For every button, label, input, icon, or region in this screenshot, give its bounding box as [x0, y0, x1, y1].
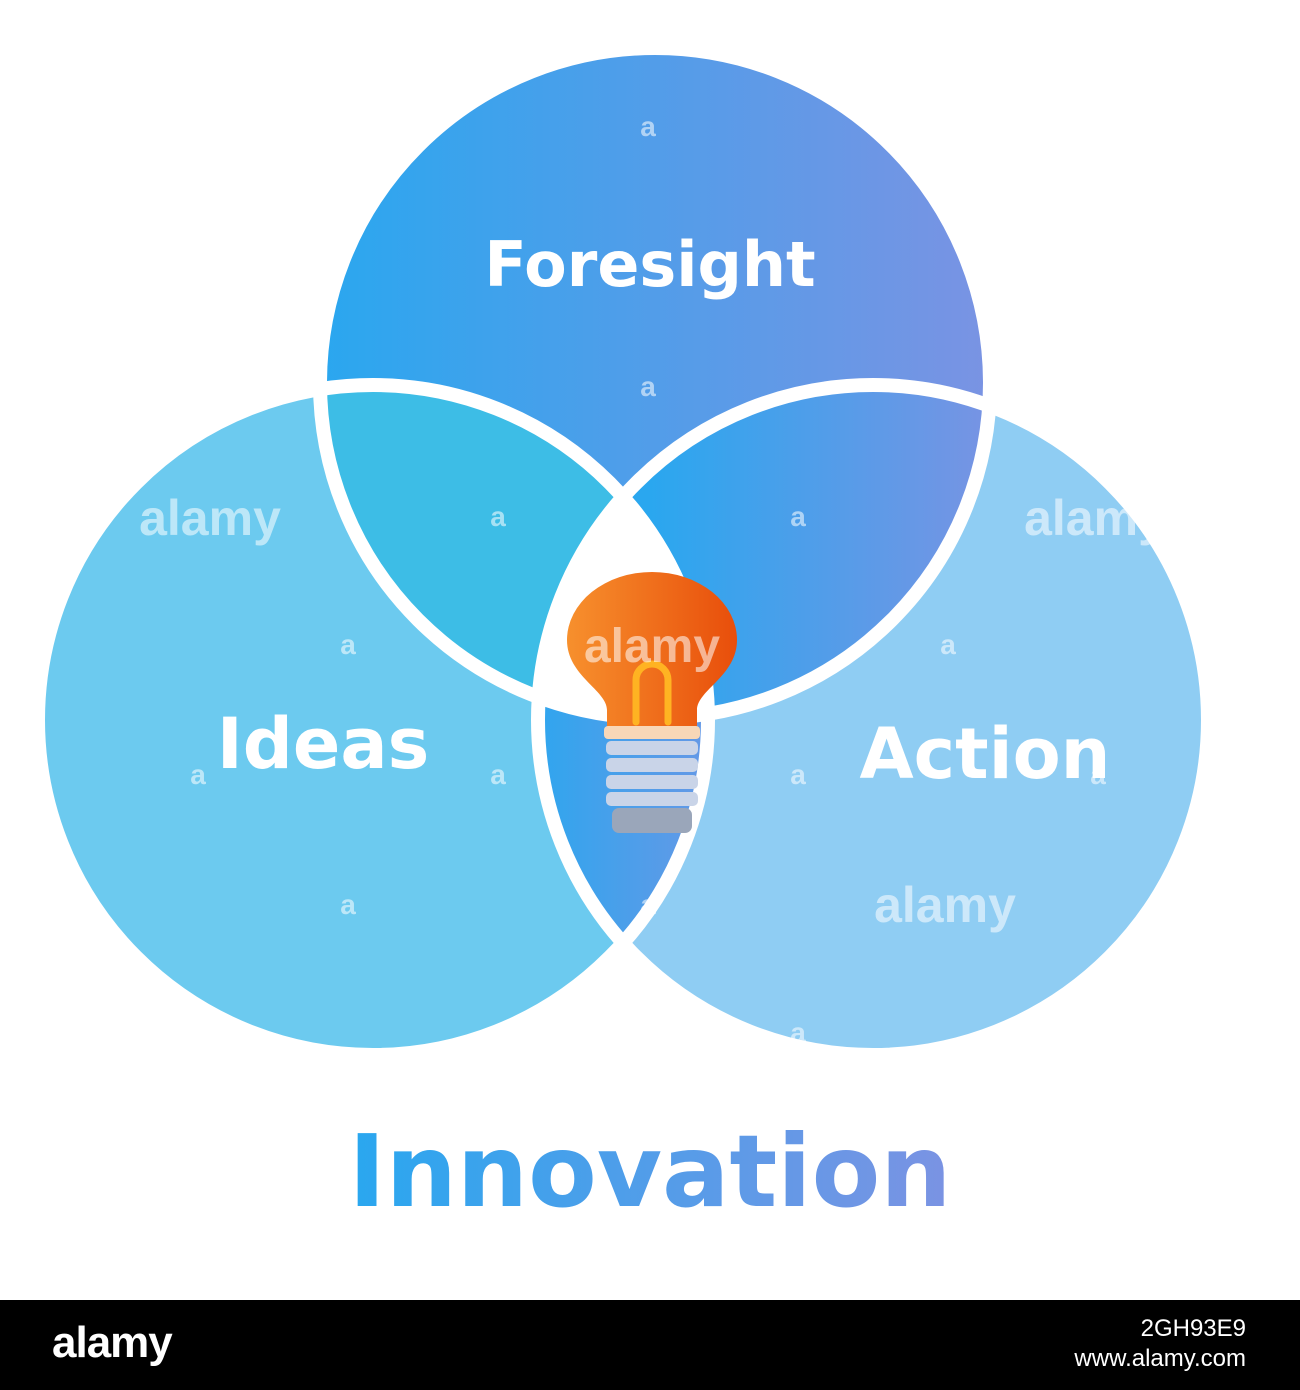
- bulb-glass: [567, 572, 737, 728]
- watermark-mark: a: [490, 501, 506, 532]
- watermark-mark: a: [490, 759, 506, 790]
- footer-image-id: 2GH93E9: [1140, 1315, 1246, 1342]
- watermark-mark: a: [940, 629, 956, 660]
- venn-diagram: Foresight Ideas Action alamy alamy alamy…: [38, 48, 1215, 1230]
- action-label: Action: [859, 713, 1110, 795]
- watermark-mark: a: [190, 759, 206, 790]
- watermark-mark: a: [640, 111, 656, 142]
- watermark-mark: a: [790, 1017, 806, 1048]
- watermark-mark: a: [640, 371, 656, 402]
- footer-logo: alamy: [52, 1318, 173, 1367]
- watermark-mark: a: [340, 889, 356, 920]
- ideas-label: Ideas: [217, 703, 430, 785]
- watermark-overlay: alamy alamy alamy alamy a a a a a a a a …: [139, 111, 1166, 1048]
- lightbulb-icon: [567, 572, 737, 833]
- footer-bar: alamy 2GH93E9 www.alamy.com: [0, 1300, 1300, 1390]
- bulb-thread-2: [606, 758, 698, 772]
- bulb-cap: [612, 808, 692, 833]
- watermark-logo: alamy: [139, 490, 281, 546]
- diagram-title: Innovation: [349, 1113, 952, 1230]
- bulb-thread-1: [606, 741, 698, 755]
- footer-site: www.alamy.com: [1074, 1345, 1246, 1372]
- watermark-logo: alamy: [584, 620, 720, 673]
- watermark-logo: alamy: [874, 877, 1016, 933]
- bulb-filament: [632, 660, 672, 726]
- foresight-label: Foresight: [484, 228, 815, 301]
- foresight-action-overlap: [538, 385, 990, 718]
- watermark-mark: a: [1090, 759, 1106, 790]
- action-outline: [531, 378, 1215, 1062]
- watermark-mark: a: [640, 889, 656, 920]
- bulb-thread-4: [606, 792, 698, 806]
- watermark-mark: a: [490, 1017, 506, 1048]
- watermark-mark: a: [340, 629, 356, 660]
- watermark-mark: a: [790, 501, 806, 532]
- bulb-thread-3: [606, 775, 698, 789]
- foresight-ideas-overlap: [320, 385, 708, 718]
- bulb-neck: [604, 726, 700, 739]
- watermark-mark: a: [790, 759, 806, 790]
- footer-id-block: 2GH93E9 www.alamy.com: [1074, 1314, 1246, 1374]
- watermark-logo: alamy: [1024, 490, 1166, 546]
